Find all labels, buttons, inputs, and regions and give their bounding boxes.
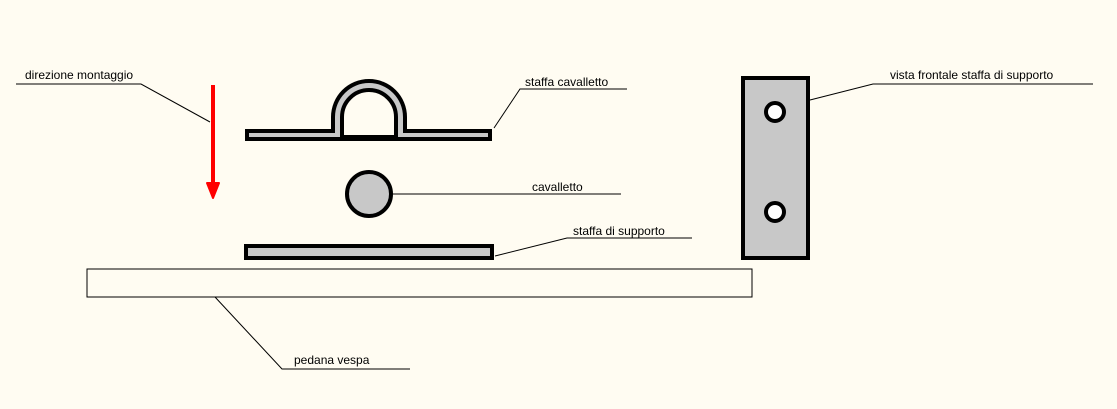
assembly-direction-label: direzione montaggio [25,68,133,82]
footboard-label: pedana vespa [294,353,370,367]
support-bracket-front-view [741,76,810,260]
leader-lines [16,83,1093,370]
footboard [86,268,753,298]
support-bracket-label: staffa di supporto [573,224,665,238]
stand-tube [345,170,393,218]
bolt-hole [764,101,786,123]
stand-label: cavalletto [532,180,583,194]
bolt-hole [764,201,786,223]
stand-bracket-label: staffa cavalletto [525,75,608,89]
support-bracket [244,244,494,260]
support-bracket-front-view-label: vista frontale staffa di supporto [890,68,1054,82]
assembly-direction-arrow [206,85,220,199]
leader-line [809,83,1093,101]
leader-line [214,296,410,370]
leader-line [16,83,211,123]
leader-line [494,237,692,257]
stand-bracket [245,79,492,141]
leader-line [493,88,627,129]
